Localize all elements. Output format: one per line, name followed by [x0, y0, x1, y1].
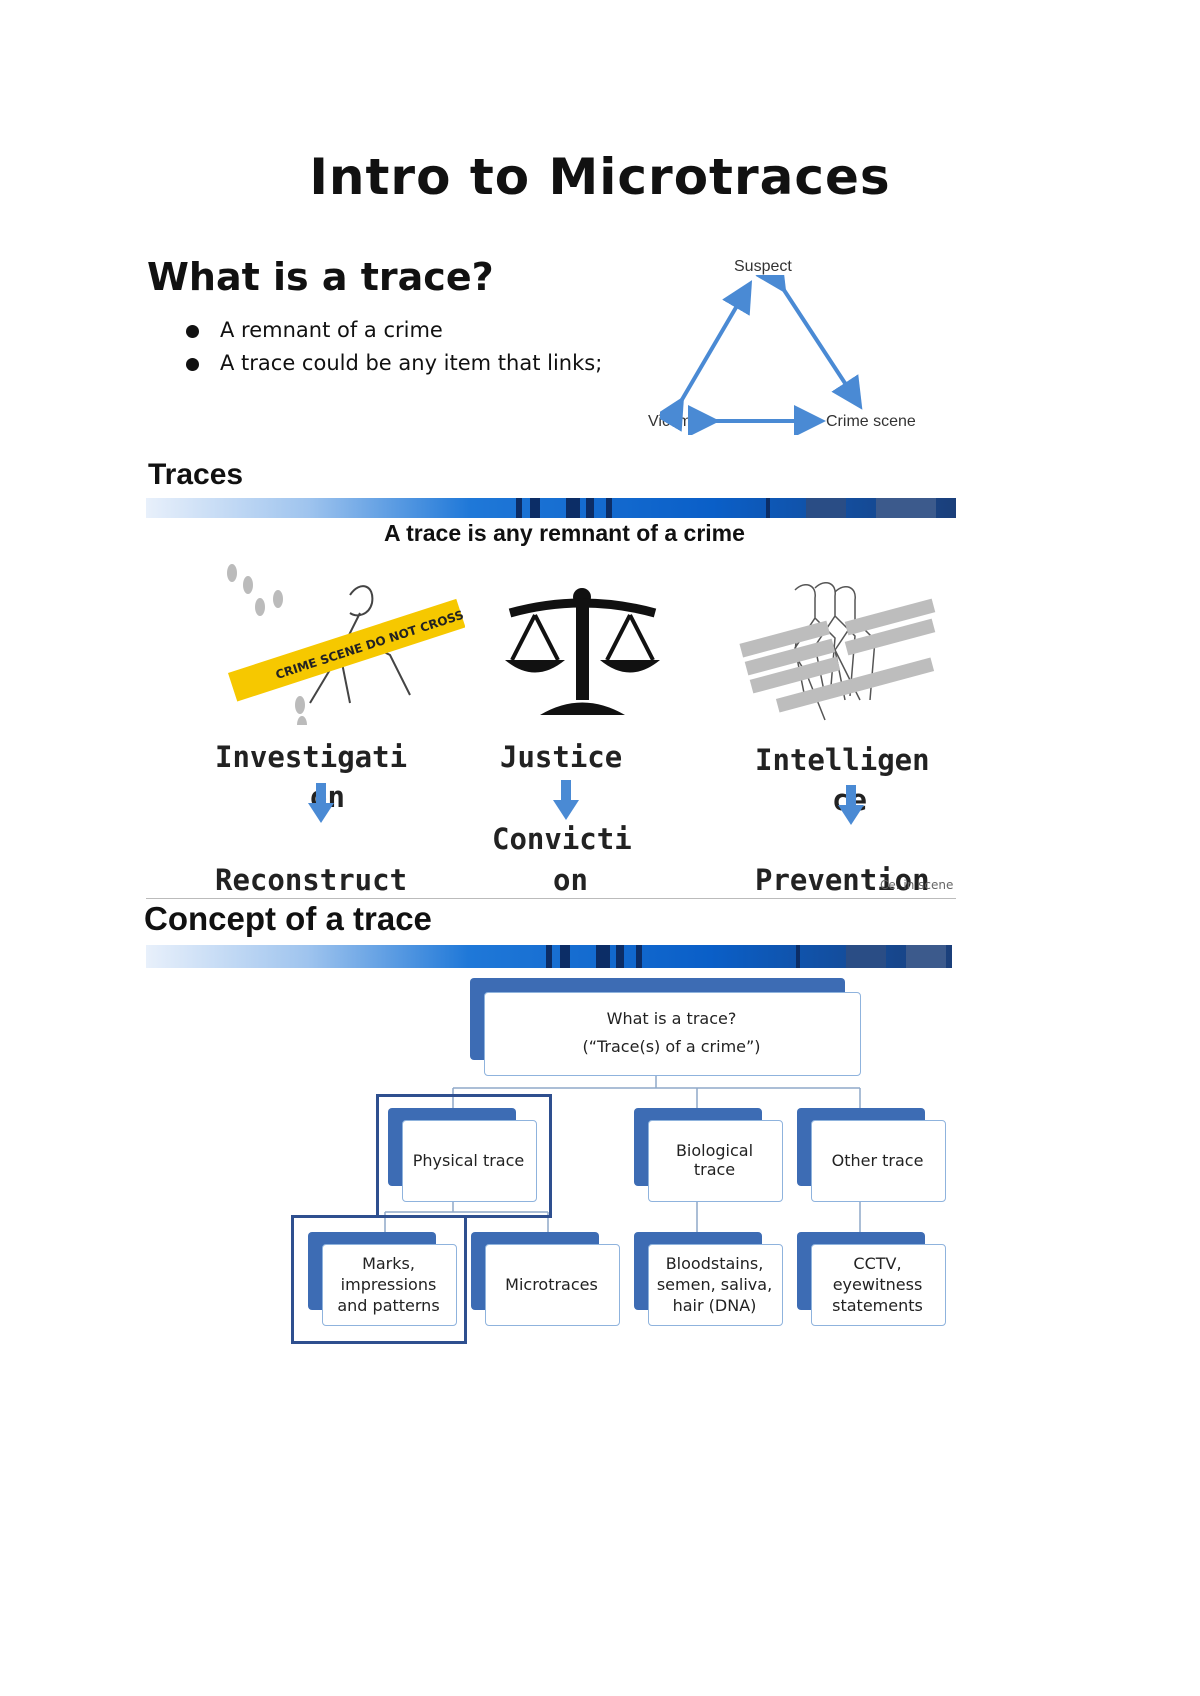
- traces-heading: Traces: [148, 458, 244, 491]
- scales-of-justice-image: [505, 588, 660, 715]
- node-frame: [811, 1120, 946, 1202]
- tree-node-microtraces: Microtraces: [505, 1274, 598, 1294]
- root-line-2: (“Trace(s) of a crime”): [582, 1037, 761, 1056]
- section-heading-trace: What is a trace?: [147, 255, 494, 299]
- slide-banner: [146, 945, 952, 968]
- node-frame: [485, 1244, 620, 1326]
- bullet-dot-icon: [186, 358, 199, 371]
- intelligence-outlines-image: [739, 581, 936, 721]
- node-frame: [648, 1120, 783, 1202]
- bullet-text: A trace could be any item that links;: [220, 351, 603, 375]
- slide-divider: [146, 898, 956, 899]
- root-line-1: What is a trace?: [606, 1009, 737, 1028]
- column-conviction-word: Convicti: [492, 822, 632, 856]
- column-justice-word: Justice: [500, 740, 623, 774]
- node-frame: [322, 1244, 457, 1326]
- tree-node-biological-trace: Biological trace: [675, 1141, 754, 1179]
- column-reconstruct-word: Reconstruct: [215, 863, 408, 897]
- concept-heading: Concept of a trace: [144, 900, 432, 937]
- column-prevention-word: Prevention: [755, 863, 930, 897]
- bullet-list: A remnant of a crime A trace could be an…: [180, 316, 602, 382]
- tree-node-root: What is a trace? (“Trace(s) of a crime”): [484, 992, 859, 1074]
- slide-banner: [146, 498, 956, 518]
- list-item: A remnant of a crime: [180, 316, 602, 349]
- slide-caption: A trace is any remnant of a crime: [384, 520, 745, 546]
- column-investigation-word: Investigati: [215, 740, 408, 774]
- column-intelligence-word: Intelligen: [755, 743, 930, 777]
- arrow-down-icon: [308, 783, 334, 823]
- arrow-down-icon: [838, 785, 864, 825]
- highlight-frame-marks: [291, 1215, 467, 1344]
- triangle-label-suspect: Suspect: [734, 258, 792, 275]
- watermark-text: Ce. in scene: [880, 878, 954, 892]
- tree-node-marks: Marks, impressions and patterns: [337, 1253, 440, 1315]
- node-frame: [402, 1120, 537, 1202]
- arrow-down-icon: [553, 780, 579, 820]
- bullet-dot-icon: [186, 325, 199, 338]
- triangle-arrows: [660, 275, 863, 435]
- arrow-victim-suspect: [660, 280, 753, 432]
- list-item: A trace could be any item that links;: [180, 349, 602, 382]
- tree-node-bloodstains: Bloodstains, semen, saliva, hair (DNA): [656, 1253, 773, 1315]
- column-conviction-word-end: on: [553, 863, 588, 897]
- crime-scene-outline-image: CRIME SCENE DO NOT CROSS: [227, 564, 465, 725]
- arrow-suspect-scene: [755, 275, 863, 410]
- node-frame: [811, 1244, 946, 1326]
- page-title: Intro to Microtraces: [309, 148, 891, 206]
- tree-node-cctv: CCTV, eyewitness statements: [832, 1253, 923, 1315]
- node-frame: [484, 992, 861, 1076]
- highlight-frame-physical: [376, 1094, 552, 1218]
- tree-node-physical-trace: Physical trace: [412, 1150, 525, 1170]
- bullet-text: A remnant of a crime: [220, 318, 443, 342]
- tree-node-other-trace: Other trace: [831, 1150, 924, 1170]
- node-frame: [648, 1244, 783, 1326]
- triangle-label-crime-scene: Crime scene: [826, 413, 916, 430]
